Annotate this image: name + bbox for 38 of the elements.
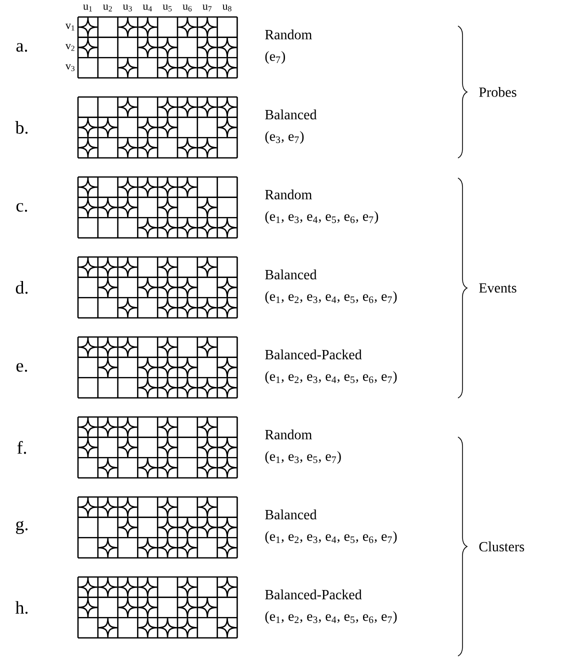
row-label: v$_{1}$ <box>65 24 74 30</box>
row-label: v$_{2}$ <box>65 44 74 51</box>
group-label: Clusters <box>479 542 524 552</box>
row-letter: e. <box>16 363 28 372</box>
event-list: (e$_{1}$, e$_{3}$, e$_{4}$, e$_{5}$, e$_{6}$, e$_{7}$) <box>265 211 378 224</box>
column-label: u$_{1}$ <box>83 4 92 12</box>
scheme-name: Balanced <box>265 110 317 120</box>
column-label: u$_{4}$ <box>142 4 152 12</box>
row-letter: d. <box>16 281 28 294</box>
row-letter: c. <box>16 203 28 212</box>
scheme-name: Random <box>265 30 312 40</box>
scheme-name: Random <box>265 190 312 200</box>
event-list: (e$_{1}$, e$_{2}$, e$_{3}$, e$_{4}$, e$_{5}$, e$_{6}$, e$_{7}$) <box>265 371 397 384</box>
scheme-name: Balanced <box>265 510 317 520</box>
row-letter: f. <box>17 440 26 454</box>
column-label: u$_{3}$ <box>122 4 132 12</box>
row-letter: b. <box>15 121 28 134</box>
row-letter: a. <box>16 43 28 52</box>
group-label: Probes <box>479 87 516 97</box>
event-list: (e$_{7}$) <box>265 51 286 64</box>
event-list: (e$_{1}$, e$_{3}$, e$_{5}$, e$_{7}$) <box>265 451 341 464</box>
group-label: Events <box>479 283 516 293</box>
row-letter: h. <box>15 601 28 614</box>
scheme-name: Balanced-Packed <box>265 590 362 600</box>
event-list: (e$_{1}$, e$_{2}$, e$_{3}$, e$_{4}$, e$_{5}$, e$_{6}$, e$_{7}$) <box>265 611 397 624</box>
column-label: u$_{8}$ <box>222 4 232 12</box>
column-label: u$_{5}$ <box>162 4 172 12</box>
scheme-name: Random <box>265 430 312 440</box>
event-list: (e$_{3}$, e$_{7}$) <box>265 131 304 144</box>
event-list: (e$_{1}$, e$_{2}$, e$_{3}$, e$_{4}$, e$_{5}$, e$_{6}$, e$_{7}$) <box>265 531 397 544</box>
scheme-name: Balanced-Packed <box>265 350 362 360</box>
column-label: u$_{6}$ <box>182 4 192 12</box>
column-label: u$_{2}$ <box>103 4 112 12</box>
row-letter: g. <box>16 520 28 534</box>
row-label: v$_{3}$ <box>65 64 74 72</box>
column-label: u$_{7}$ <box>202 4 212 12</box>
event-list: (e$_{1}$, e$_{2}$, e$_{3}$, e$_{4}$, e$_{5}$, e$_{6}$, e$_{7}$) <box>265 291 397 304</box>
scheme-name: Balanced <box>265 270 317 280</box>
